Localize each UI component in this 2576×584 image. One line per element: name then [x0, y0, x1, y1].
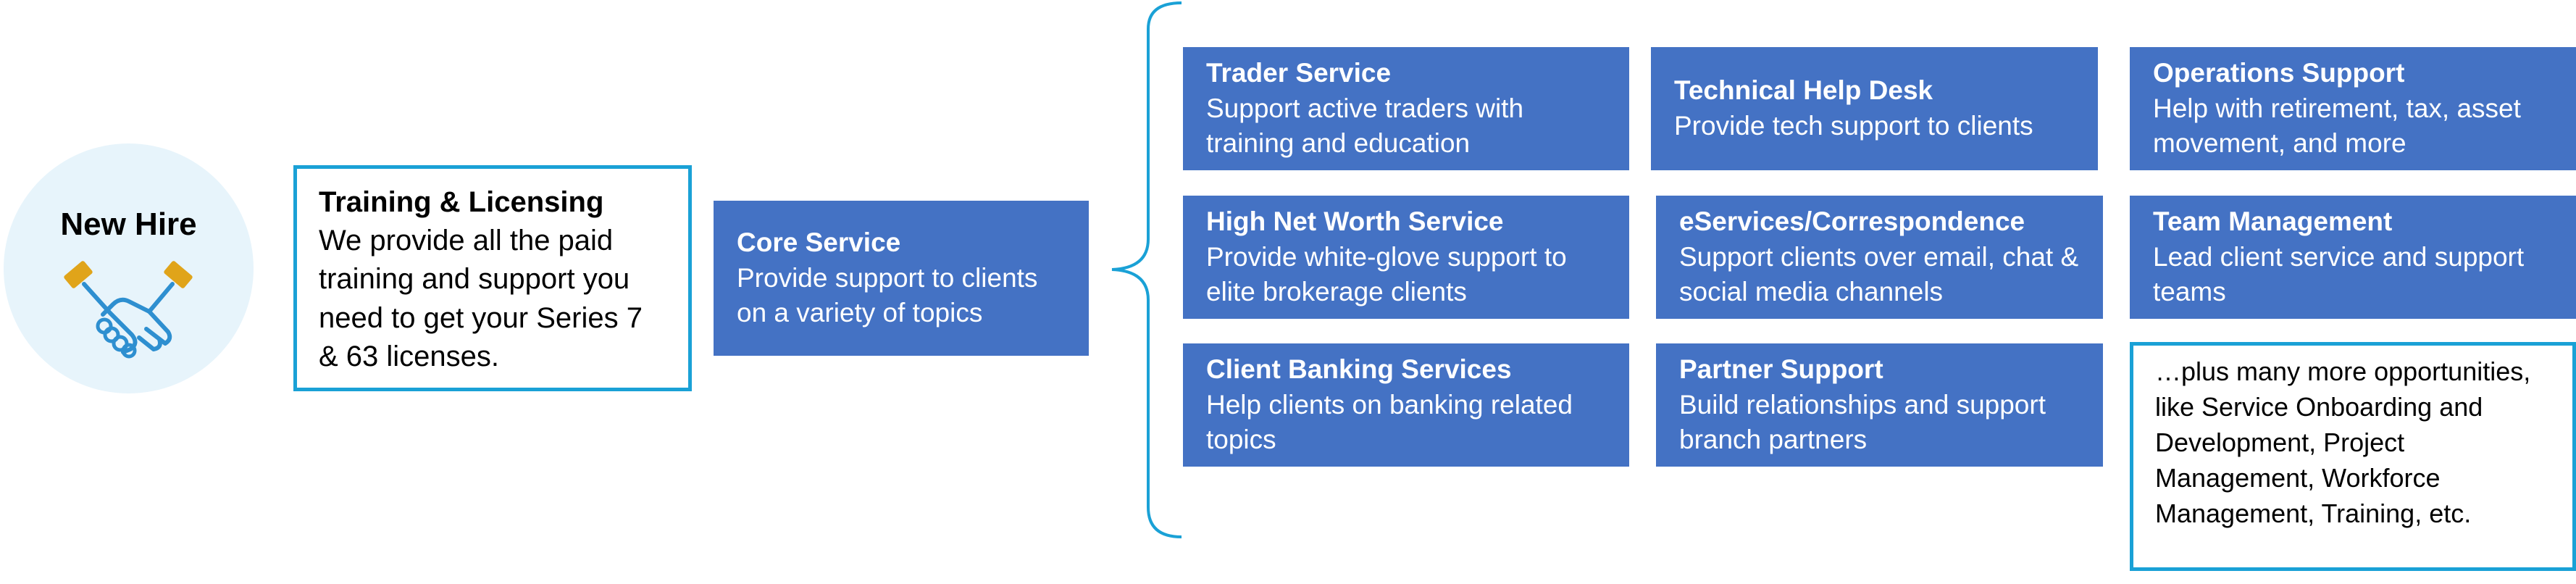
training-licensing-box: Training & Licensing We provide all the …	[293, 165, 692, 391]
core-service-description: Provide support to clients on a variety …	[737, 262, 1038, 328]
service-box-operations-support: Operations Support Help with retirement,…	[2130, 47, 2576, 170]
service-title: eServices/Correspondence	[1679, 206, 2025, 236]
service-box-high-net-worth: High Net Worth Service Provide white-glo…	[1183, 196, 1629, 319]
service-box-eservices: eServices/Correspondence Support clients…	[1656, 196, 2103, 319]
training-description: We provide all the paid training and sup…	[319, 225, 643, 372]
more-opportunities-box: …plus many more opportunities, like Serv…	[2130, 342, 2576, 571]
service-description: Help with retirement, tax, asset movemen…	[2153, 93, 2521, 159]
service-box-trader-service: Trader Service Support active traders wi…	[1183, 47, 1629, 170]
service-box-partner-support: Partner Support Build relationships and …	[1656, 343, 2103, 467]
service-description: Support active traders with training and…	[1206, 93, 1524, 159]
new-hire-title: New Hire	[60, 207, 197, 242]
core-service-box: Core Service Provide support to clients …	[714, 201, 1089, 356]
service-description: Support clients over email, chat & socia…	[1679, 241, 2079, 307]
service-title: Team Management	[2153, 206, 2393, 236]
service-description: Help clients on banking related topics	[1206, 389, 1573, 455]
curly-brace	[1111, 1, 1182, 538]
service-description: Lead client service and support teams	[2153, 241, 2525, 307]
service-title: Trader Service	[1206, 57, 1392, 88]
service-title: High Net Worth Service	[1206, 206, 1504, 236]
core-service-title: Core Service	[737, 227, 901, 257]
service-description: Build relationships and support branch p…	[1679, 389, 2046, 455]
more-opportunities-text: …plus many more opportunities, like Serv…	[2155, 356, 2531, 528]
service-title: Partner Support	[1679, 354, 1883, 384]
service-title: Client Banking Services	[1206, 354, 1512, 384]
service-description: Provide white-glove support to elite bro…	[1206, 241, 1567, 307]
training-title: Training & Licensing	[319, 186, 604, 218]
service-box-technical-help-desk: Technical Help Desk Provide tech support…	[1651, 47, 2098, 170]
service-description: Provide tech support to clients	[1674, 111, 2033, 141]
service-box-team-management: Team Management Lead client service and …	[2130, 196, 2576, 319]
service-box-client-banking: Client Banking Services Help clients on …	[1183, 343, 1629, 467]
handshake-icon	[64, 261, 193, 359]
service-title: Operations Support	[2153, 57, 2405, 88]
service-title: Technical Help Desk	[1674, 75, 1933, 106]
